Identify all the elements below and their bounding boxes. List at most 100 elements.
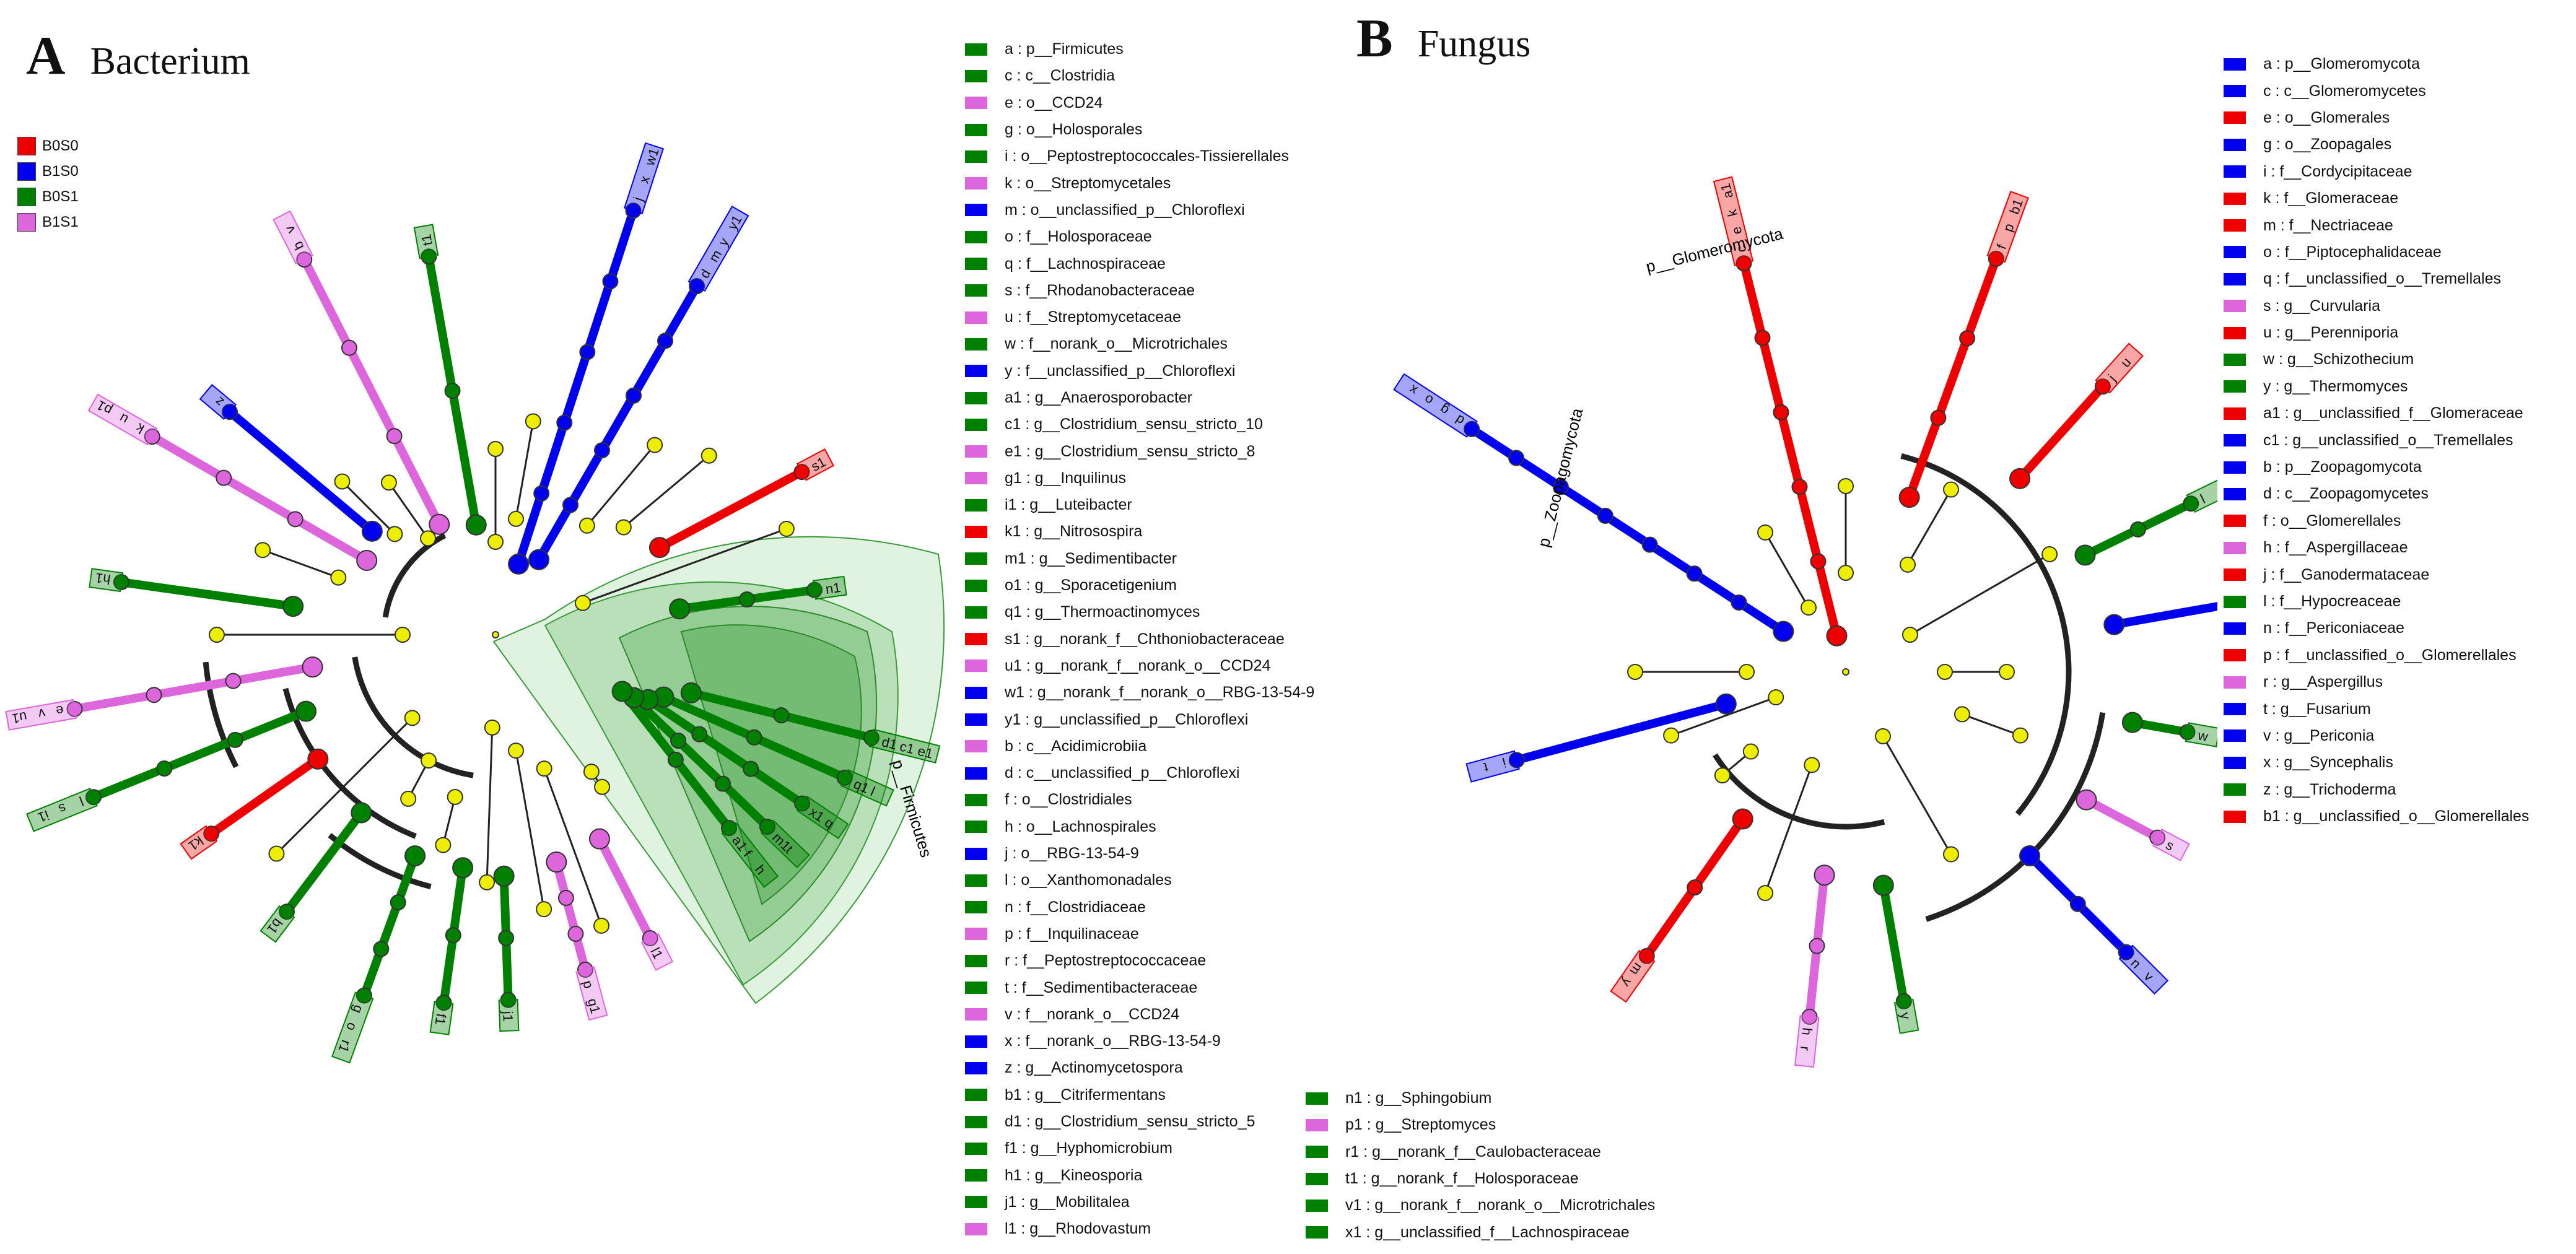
- branch-tag: it: [1465, 750, 1520, 783]
- tag-band: [87, 393, 158, 446]
- branch-tag: z: [199, 384, 237, 420]
- tag-band: [1794, 1015, 1820, 1068]
- legend-label: v : f__norank_o__CCD24: [1005, 1005, 1180, 1023]
- taxon-node: [1757, 524, 1773, 541]
- legend-label: u1 : g__norank_f__norank_o__CCD24: [1005, 656, 1271, 674]
- taxon-node: [435, 837, 452, 853]
- branch-line: [622, 455, 710, 528]
- legend-label: c1 : g__unclassified_o__Tremellales: [2263, 431, 2513, 449]
- branch-line: [388, 481, 429, 539]
- taxon-node: [386, 526, 403, 542]
- taxon-node: [465, 514, 487, 536]
- legend-label: x1 : g__unclassified_f__Lachnospiraceae: [1345, 1223, 1630, 1241]
- legend-swatch: [965, 1169, 987, 1182]
- legend-label: t : f__Sedimentibacteraceae: [1005, 978, 1198, 996]
- branch-line: [341, 481, 396, 535]
- legend-entry: d : c__Zoopagomycetes: [2224, 481, 2529, 507]
- legend-entry: z : g__Trichoderma: [2224, 777, 2529, 803]
- taxon-node: [216, 469, 232, 486]
- tag-band: [797, 448, 834, 481]
- tag-letter: e: [1728, 225, 1745, 236]
- tag-letter: r: [1797, 1045, 1814, 1052]
- legend-entry: d : c__unclassified_p__Chloroflexi: [965, 760, 1314, 786]
- legend-swatch: [965, 258, 987, 271]
- tag-letter: u1: [11, 709, 28, 727]
- branch-line: [1906, 489, 1952, 566]
- panel-b-heading: B Fungus: [1356, 7, 1530, 70]
- tag-band: [26, 788, 98, 832]
- legend-entry: z : g__Actinomycetospora: [965, 1055, 1314, 1081]
- legend-swatch: [965, 552, 987, 565]
- legend-label: m1 : g__Sedimentibacter: [1005, 549, 1177, 567]
- taxon-node: [1959, 330, 1976, 347]
- legend-entry: p : f__unclassified_o__Glomerellales: [2224, 642, 2529, 669]
- legend-label: j : o__RBG-13-54-9: [1005, 845, 1139, 863]
- taxon-node: [334, 473, 351, 490]
- taxon-node: [567, 925, 584, 942]
- legend-label: B0S0: [42, 137, 79, 154]
- legend-entry: i : o__Peptostreptococcales-Tissierellal…: [965, 143, 1314, 170]
- taxon-node: [487, 534, 504, 550]
- legend-entry: b1 : g__Citrifermentans: [965, 1082, 1314, 1108]
- taxon-node: [395, 627, 411, 643]
- taxon-node: [1627, 664, 1643, 680]
- legend-entry: g : o__Holosporales: [965, 116, 1314, 143]
- legend-entry: u : g__Perenniporia: [2224, 320, 2529, 346]
- taxon-node: [227, 731, 243, 748]
- legend-entry: B0S0: [17, 133, 79, 159]
- tag-band: [721, 822, 779, 888]
- branch-line: [1739, 259, 1841, 640]
- tag-letter: j1: [500, 1010, 516, 1022]
- tag-band: [413, 224, 439, 259]
- branch-tag: lz: [2186, 472, 2217, 513]
- taxon-node: [390, 894, 406, 911]
- legend-swatch: [965, 793, 987, 806]
- taxon-node: [1838, 565, 1854, 581]
- taxon-node: [508, 553, 530, 575]
- taxon-node: [330, 569, 347, 586]
- legend-swatch: [965, 1115, 987, 1128]
- legend-label: y : f__unclassified_p__Chloroflexi: [1005, 362, 1236, 380]
- taxon-node: [341, 339, 357, 356]
- legend-label: d : c__Zoopagomycetes: [2263, 485, 2429, 503]
- taxon-node: [400, 790, 417, 807]
- taxon-node: [1900, 556, 1916, 573]
- taxon-node: [1937, 664, 1953, 680]
- legend-entry: a : p__Firmicutes: [965, 36, 1314, 63]
- branch-line: [442, 796, 456, 847]
- branch-line: [1879, 881, 1908, 1006]
- taxon-node: [2012, 727, 2028, 744]
- legend-label: B0S1: [42, 188, 79, 205]
- legend-entry: B0S1: [17, 184, 79, 209]
- legend-swatch: [17, 136, 36, 155]
- legend-swatch: [965, 97, 987, 110]
- taxon-node: [1739, 664, 1755, 680]
- legend-swatch: [965, 1196, 987, 1209]
- legend-entry: w : g__Schizothecium: [2224, 346, 2529, 373]
- legend-entry: k1 : g__Nitrosospira: [965, 518, 1314, 545]
- legend-swatch: [965, 230, 987, 243]
- legend-label: n1 : g__Sphingobium: [1345, 1089, 1492, 1107]
- taxon-node: [626, 387, 642, 404]
- legend-swatch: [2224, 783, 2246, 796]
- branch-arc: [1925, 712, 2106, 922]
- taxon-node: [380, 474, 397, 491]
- branch-line: [535, 282, 701, 564]
- taxon-node: [1901, 627, 1918, 643]
- legend-swatch: [2224, 165, 2246, 178]
- taxon-node: [594, 778, 611, 795]
- taxon-node: [533, 485, 550, 502]
- legend-label: g : o__Zoopagales: [2263, 136, 2392, 154]
- branch-tag: t1: [413, 224, 439, 259]
- branch-line: [300, 255, 444, 529]
- taxon-node: [557, 890, 574, 907]
- legend-swatch: [965, 1008, 987, 1021]
- taxon-node: [492, 631, 499, 638]
- tag-letter: h1: [94, 570, 111, 587]
- legend-entry: x1 : g__unclassified_f__Lachnospiraceae: [1306, 1219, 1655, 1245]
- legend-swatch: [2224, 219, 2246, 232]
- legend-entry: v : g__Periconia: [2224, 723, 2529, 749]
- branch-tag: x1q: [796, 795, 849, 840]
